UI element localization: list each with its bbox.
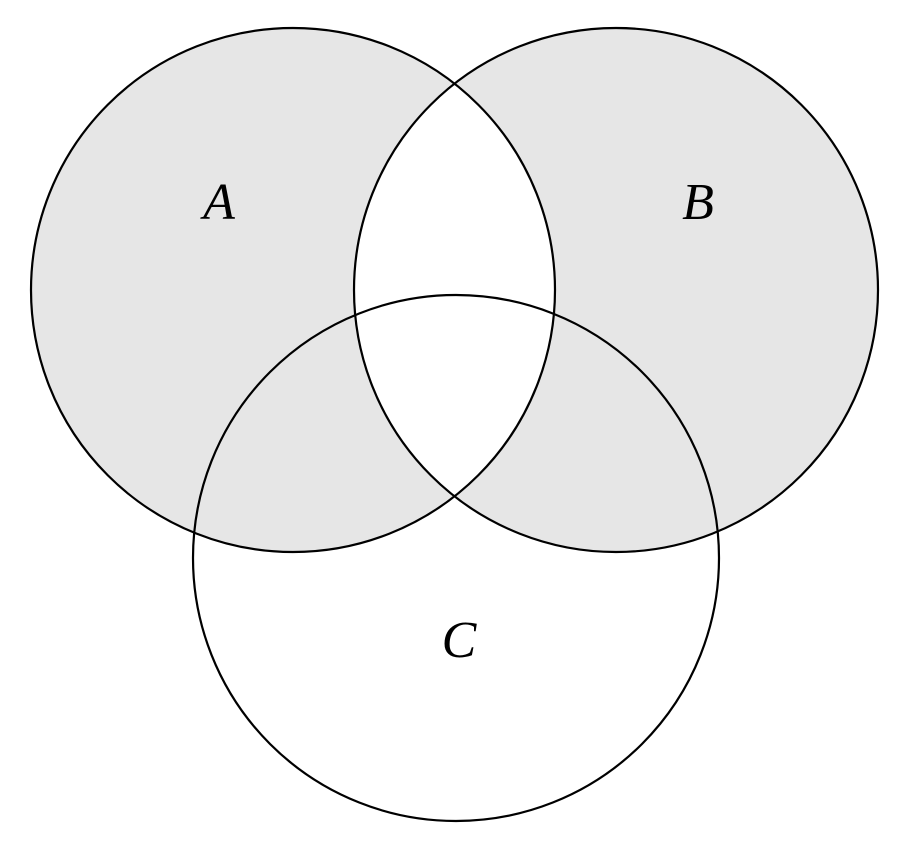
set-label-c: C [442,612,478,669]
set-circle-c[interactable] [191,293,721,823]
set-circle-b[interactable] [352,26,880,554]
set-label-b: B [682,174,714,231]
set-circle-a[interactable] [29,26,557,554]
set-label-a: A [200,174,235,231]
